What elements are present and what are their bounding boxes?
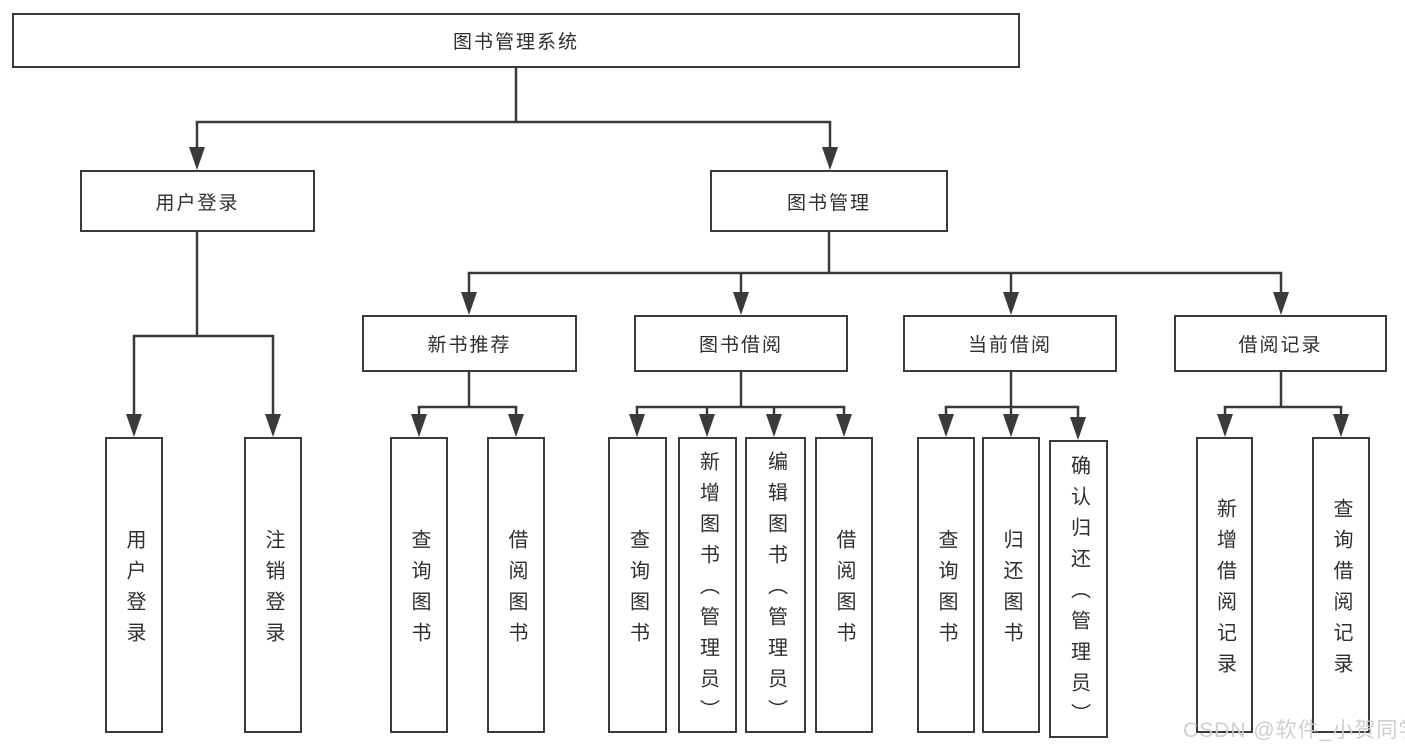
leaf-query-borrow-record-label: 查询借阅记录: [1330, 497, 1352, 684]
leaf-user-login: 用户登录: [105, 437, 163, 733]
leaf-edit-book-admin-label: 编辑图书（管理员）: [764, 451, 787, 730]
leaf-logout-label: 注销登录: [262, 528, 284, 653]
leaf-add-borrow-record: 新增借阅记录: [1196, 437, 1253, 733]
leaf-borrow-books-1-label: 借阅图书: [505, 528, 527, 653]
node-current-borrow-label: 当前借阅: [967, 335, 1052, 356]
leaf-borrow-books-2: 借阅图书: [815, 437, 873, 733]
leaf-add-book-admin-label: 新增图书（管理员）: [696, 451, 719, 730]
node-borrow-records-label: 借阅记录: [1238, 335, 1323, 356]
leaf-return-books-label: 归还图书: [1000, 528, 1022, 653]
leaf-query-books-2: 查询图书: [608, 437, 667, 733]
leaf-query-books-1-label: 查询图书: [408, 528, 430, 653]
leaf-query-books-3: 查询图书: [917, 437, 975, 733]
leaf-confirm-return-admin-label: 确认归还（管理员）: [1067, 455, 1090, 734]
leaf-query-books-1: 查询图书: [390, 437, 448, 733]
csdn-watermark: CSDN @软件_小贺同学: [1183, 719, 1405, 742]
node-new-book-recommend: 新书推荐: [362, 315, 577, 372]
node-root: 图书管理系统: [12, 13, 1020, 68]
leaf-return-books: 归还图书: [982, 437, 1040, 733]
node-current-borrow: 当前借阅: [903, 315, 1117, 372]
leaf-borrow-books-1: 借阅图书: [487, 437, 545, 733]
node-book-borrow: 图书借阅: [634, 315, 848, 372]
node-user-login-label: 用户登录: [155, 192, 240, 214]
node-book-borrow-label: 图书借阅: [698, 335, 783, 356]
leaf-query-books-3-label: 查询图书: [935, 528, 957, 653]
leaf-query-books-2-label: 查询图书: [626, 528, 649, 653]
leaf-edit-book-admin: 编辑图书（管理员）: [745, 437, 806, 733]
leaf-logout: 注销登录: [244, 437, 302, 733]
leaf-user-login-label: 用户登录: [123, 528, 145, 653]
leaf-borrow-books-2-label: 借阅图书: [833, 528, 855, 653]
leaf-add-borrow-record-label: 新增借阅记录: [1213, 497, 1236, 684]
leaf-query-borrow-record: 查询借阅记录: [1312, 437, 1370, 733]
node-user-login: 用户登录: [80, 170, 315, 232]
node-new-book-recommend-label: 新书推荐: [427, 335, 512, 356]
node-borrow-records: 借阅记录: [1174, 315, 1387, 372]
node-book-management-label: 图书管理: [786, 192, 871, 214]
node-root-label: 图书管理系统: [452, 32, 579, 53]
leaf-confirm-return-admin: 确认归还（管理员）: [1049, 440, 1108, 738]
node-book-management: 图书管理: [710, 170, 948, 232]
leaf-add-book-admin: 新增图书（管理员）: [678, 437, 737, 733]
